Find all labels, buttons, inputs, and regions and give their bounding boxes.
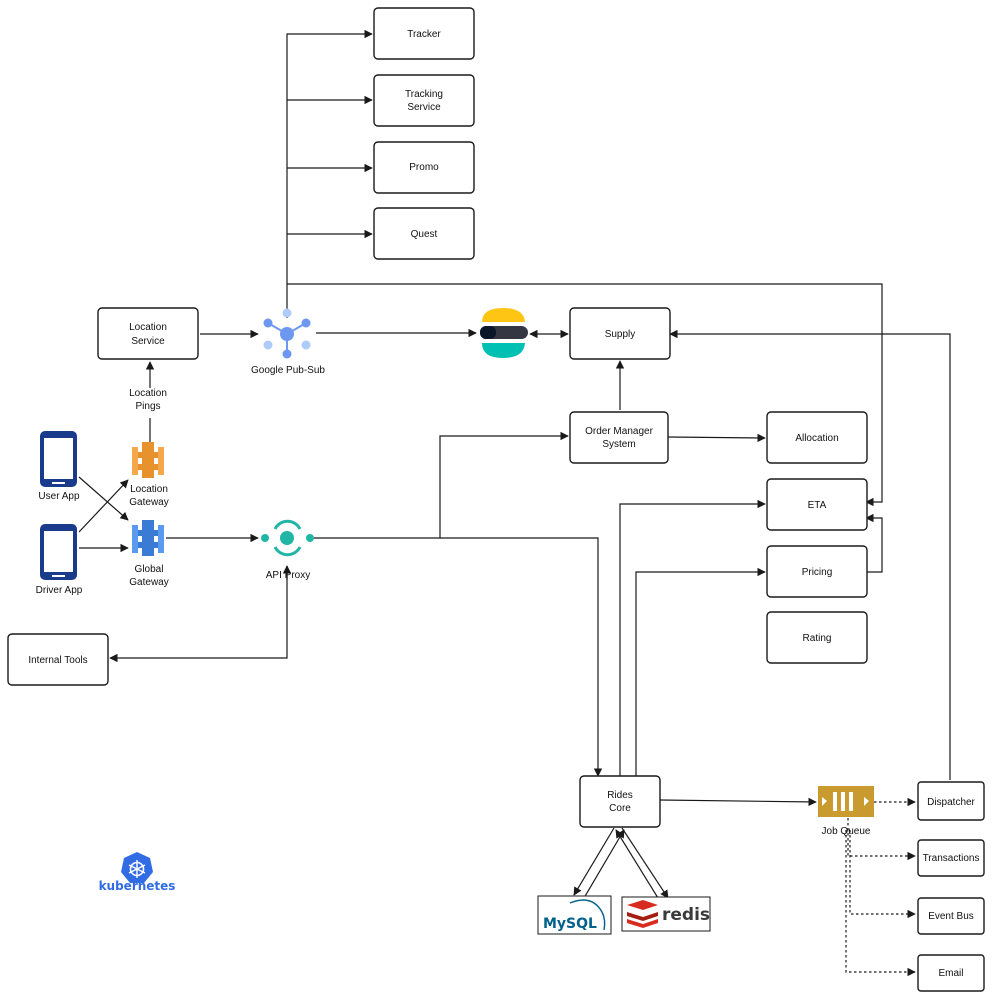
order-manager-label-2: System [602,439,635,450]
pricing-label: Pricing [802,567,833,578]
job-queue-icon[interactable] [818,786,874,817]
dispatcher-label: Dispatcher [927,797,975,808]
location-gateway-icon[interactable] [132,442,164,478]
location-service-box[interactable]: Location Service [97,307,199,360]
rating-label: Rating [803,633,832,644]
eta-label: ETA [808,500,827,511]
event-bus-label: Event Bus [928,911,974,922]
edge-ridescore-pricing [635,567,766,776]
service-boxes: Tracker Tracking Service Promo Quest Loc… [7,7,985,992]
email-box[interactable]: Email [917,954,985,992]
quest-label: Quest [411,229,438,240]
location-service-label-1: Location [129,322,167,333]
mysql-wordmark: MySQL [543,916,597,932]
internal-tools-label: Internal Tools [28,655,87,666]
api-proxy-label: API Proxy [266,570,310,581]
edge-userapp-globalgw [78,476,129,521]
driver-app-phone-icon[interactable] [40,524,77,580]
supply-label: Supply [605,329,636,340]
rides-core-label-1: Rides [607,790,633,801]
api-proxy-icon[interactable] [261,519,314,557]
redis-logo: redis [621,896,711,932]
pricing-box[interactable]: Pricing [766,545,868,598]
pubsub-icon[interactable] [263,308,311,359]
connectors [78,29,951,977]
pubsub-label: Google Pub-Sub [251,365,325,376]
edge-ridescore-eta [619,499,766,776]
elastic-icon[interactable] [480,308,528,358]
tracker-label: Tracker [407,29,441,40]
global-gateway-label-1: Global [135,564,164,575]
edge-jobqueue-eventbus [849,830,916,919]
job-queue-label: Job Queue [822,826,871,837]
promo-label: Promo [409,162,439,173]
user-app-label: User App [38,491,80,502]
kubernetes-icon: kubernetes [99,852,176,893]
eta-box[interactable]: ETA [766,478,868,531]
order-manager-label-1: Order Manager [585,426,653,437]
transactions-box[interactable]: Transactions [917,839,985,877]
edge-ridescore-jobqueue [659,797,817,807]
edge-pricing-eta [865,513,883,573]
tracking-service-label-1: Tracking [405,89,443,100]
user-app-phone-icon[interactable] [40,431,77,487]
rides-core-label-2: Core [609,803,631,814]
edge-ridescore-mysql [573,827,615,896]
internal-tools-box[interactable]: Internal Tools [7,633,109,686]
edge-pubsub-tracker [286,29,373,318]
tracking-service-label-2: Service [407,102,441,113]
tracking-service-box[interactable]: Tracking Service [373,74,475,127]
event-bus-box[interactable]: Event Bus [917,897,985,935]
rides-core-box[interactable]: Rides Core [579,775,661,828]
edge-driverapp-locgw [78,479,129,533]
tracker-box[interactable]: Tracker [373,7,475,60]
kubernetes-wordmark: kubernetes [99,879,176,893]
rating-box[interactable]: Rating [766,611,868,664]
edge-ridescore-redis [621,827,669,899]
edge-apiproxy-internal [109,566,288,663]
redis-wordmark: redis [662,905,710,925]
location-gateway-label-2: Gateway [129,497,168,508]
quest-box[interactable]: Quest [373,207,475,260]
edge-apiproxy-ridescore [440,537,603,777]
edge-oms-allocation [667,433,766,443]
edge-pubsub-eta [287,283,883,507]
driver-app-label: Driver App [36,585,83,596]
location-pings-label-2: Pings [135,401,160,412]
edge-jobqueue-transactions [847,818,916,861]
global-gateway-label-2: Gateway [129,577,168,588]
allocation-label: Allocation [795,433,838,444]
edge-jobqueue-email [845,830,916,977]
global-gateway-icon[interactable] [132,520,164,556]
mysql-logo: MySQL [537,895,612,935]
dispatcher-box[interactable]: Dispatcher [917,781,985,821]
edge-mysql-ridescore [583,829,625,899]
edge-apiproxy-oms [314,431,569,539]
order-manager-box[interactable]: Order Manager System [569,411,669,464]
supply-box[interactable]: Supply [569,307,671,360]
location-gateway-label-1: Location [130,484,168,495]
email-label: Email [938,968,963,979]
edge-dispatcher-supply [669,329,951,780]
edge-redis-ridescore [615,829,659,899]
allocation-box[interactable]: Allocation [766,411,868,464]
location-service-label-2: Service [131,336,165,347]
transactions-label: Transactions [923,853,980,864]
location-pings-label-1: Location [129,388,167,399]
promo-box[interactable]: Promo [373,141,475,194]
